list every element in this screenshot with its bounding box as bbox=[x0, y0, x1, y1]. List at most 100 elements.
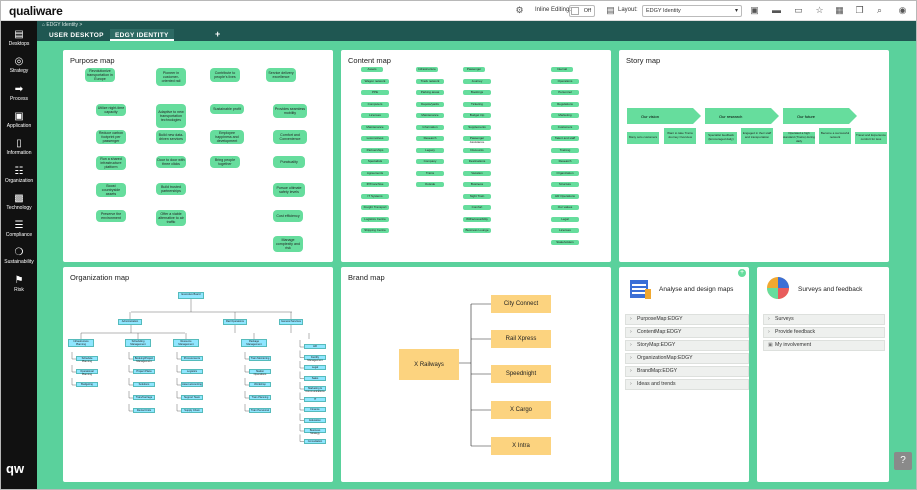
content-node[interactable]: Budget trip bbox=[463, 113, 491, 118]
content-node[interactable]: Passenger Assistance bbox=[463, 136, 491, 144]
org-subgroup[interactable]: Infrastructure Planning bbox=[68, 339, 94, 347]
content-node[interactable]: Supplements bbox=[463, 124, 491, 130]
help-button[interactable]: ? bbox=[894, 452, 912, 470]
org-unit[interactable]: Train Planning bbox=[249, 395, 271, 400]
org-unit[interactable]: Operational Planning bbox=[76, 369, 98, 376]
content-node[interactable]: Bookings bbox=[463, 90, 491, 95]
org-unit[interactable]: Booking/Project Management bbox=[133, 356, 155, 363]
org-unit[interactable]: Project Plans bbox=[133, 369, 155, 374]
org-subgroup[interactable]: Scheduling Management bbox=[125, 339, 151, 347]
clipboard-icon[interactable]: ▣ bbox=[750, 5, 759, 15]
breadcrumb[interactable]: ⌂ EDGY Identity > bbox=[42, 22, 83, 28]
org-unit[interactable]: Support Team bbox=[181, 395, 203, 400]
grid-icon[interactable]: ▦ bbox=[835, 5, 844, 15]
org-unit[interactable]: Consultation bbox=[304, 438, 326, 444]
org-unit[interactable]: Logistics bbox=[181, 369, 203, 374]
story-arrow[interactable]: Our research bbox=[705, 108, 780, 124]
content-node[interactable]: Specialists bbox=[361, 159, 389, 164]
content-node[interactable]: Logistics Centre bbox=[361, 216, 389, 222]
org-unit[interactable]: Asset accounting bbox=[181, 382, 203, 387]
org-unit[interactable]: Sales bbox=[304, 375, 326, 381]
list-item-ideas-and-trends[interactable]: ›Ideas and trends bbox=[625, 379, 749, 390]
brand-root[interactable]: X Railways bbox=[399, 349, 459, 380]
add-tab-button[interactable]: + bbox=[215, 29, 221, 39]
org-unit[interactable]: Legal bbox=[304, 365, 326, 370]
purpose-node[interactable]: Bring people together bbox=[210, 156, 240, 168]
org-unit[interactable]: Schedule Planning bbox=[76, 356, 98, 363]
list-item-surveys[interactable]: ›Surveys bbox=[763, 314, 885, 325]
org-unit[interactable]: Procurements bbox=[181, 356, 203, 361]
purpose-node[interactable]: Service delivery excellence bbox=[266, 68, 296, 82]
purpose-node[interactable]: Cost efficiency bbox=[273, 210, 303, 222]
content-node[interactable]: Parking areas bbox=[416, 90, 444, 95]
content-node[interactable]: Operations bbox=[551, 78, 579, 84]
purpose-node[interactable]: Build trusted partnerships bbox=[156, 183, 186, 195]
content-node[interactable]: Track network bbox=[416, 78, 444, 84]
purpose-node[interactable]: Offer a viable alternative to air traffi… bbox=[156, 210, 186, 226]
content-node[interactable]: Agreements bbox=[361, 170, 389, 176]
purpose-node[interactable]: Door to door with three clicks bbox=[156, 156, 186, 168]
content-node[interactable]: PPE bbox=[361, 90, 389, 95]
sidebar-item-sustainability[interactable]: ❍Sustainability bbox=[1, 245, 37, 271]
org-unit[interactable]: Facility Management bbox=[304, 354, 326, 362]
org-root[interactable]: Executive Board bbox=[178, 292, 204, 299]
list-item-provide-feedback[interactable]: ›Provide feedback bbox=[763, 327, 885, 338]
content-node[interactable]: Locomotives bbox=[361, 136, 389, 141]
purpose-node[interactable]: Comfort and Convenience bbox=[273, 130, 307, 144]
org-unit[interactable]: HR bbox=[304, 344, 326, 349]
content-node[interactable]: Partnerships bbox=[361, 147, 389, 153]
list-item-storymap-edgy[interactable]: ›StoryMap:EDGY bbox=[625, 340, 749, 351]
content-group-header[interactable]: Infrastructure bbox=[416, 67, 438, 72]
story-arrow[interactable]: Our vision bbox=[627, 108, 702, 124]
content-node[interactable]: Structure bbox=[551, 182, 579, 187]
brand-node[interactable]: Rail Xpress bbox=[491, 330, 551, 348]
content-node[interactable]: Wifi/accessibility bbox=[463, 216, 491, 222]
content-node[interactable]: Ticketing bbox=[463, 101, 491, 107]
content-node[interactable]: Outside bbox=[416, 182, 444, 187]
sidebar-item-compliance[interactable]: ☰Compliance bbox=[1, 218, 37, 244]
content-node[interactable]: Night Train bbox=[463, 193, 491, 199]
org-unit[interactable]: Marketing & Communications bbox=[304, 386, 326, 393]
content-node[interactable]: Organization bbox=[551, 170, 579, 176]
story-node[interactable]: Many solo customers bbox=[627, 132, 659, 144]
org-branch[interactable]: General Services bbox=[279, 319, 303, 325]
purpose-node[interactable]: Sustainable profit bbox=[210, 104, 244, 114]
org-unit[interactable]: Train Monitoring bbox=[249, 356, 271, 361]
star-icon[interactable]: ☆ bbox=[815, 5, 824, 15]
purpose-node[interactable]: Pursue ultimate safety levels bbox=[273, 183, 305, 197]
add-icon[interactable]: + bbox=[738, 269, 746, 277]
purpose-node[interactable]: Manage complexity and risk bbox=[273, 236, 303, 252]
content-node[interactable]: Research bbox=[551, 159, 579, 164]
sidebar-item-application[interactable]: ▣Application bbox=[1, 109, 37, 135]
story-node[interactable]: Become a successful network bbox=[819, 128, 851, 144]
content-node[interactable]: Wagon network bbox=[361, 78, 389, 84]
sidebar-item-desktops[interactable]: ▤Desktops bbox=[1, 27, 37, 53]
purpose-node[interactable]: Employee happiness and development bbox=[210, 130, 244, 144]
story-arrow[interactable]: Our future bbox=[783, 108, 858, 124]
content-group-header[interactable]: Passenger bbox=[463, 67, 485, 72]
content-node[interactable]: Legacy bbox=[416, 147, 444, 153]
list-item-organizationmap-edgy[interactable]: ›OrganizationMap:EDGY bbox=[625, 353, 749, 364]
content-node[interactable]: Personnel bbox=[551, 90, 579, 95]
purpose-node[interactable]: Utilize night-time capacity bbox=[96, 104, 126, 116]
story-node[interactable]: Want to take Trains Journey Overview bbox=[664, 128, 696, 144]
content-node[interactable]: Trains bbox=[416, 170, 444, 176]
content-node[interactable]: Destinations bbox=[463, 159, 491, 164]
content-node[interactable]: Discounts bbox=[463, 147, 491, 153]
tab-edgy-identity[interactable]: EDGY IDENTITY bbox=[110, 29, 174, 41]
org-subgroup[interactable]: Package Management bbox=[241, 339, 267, 347]
purpose-node[interactable]: Punctuality bbox=[273, 156, 305, 168]
content-node[interactable]: Our values bbox=[551, 205, 579, 210]
content-node[interactable]: Talent and staff bbox=[551, 136, 579, 141]
content-node[interactable]: Legal bbox=[551, 216, 579, 222]
content-node[interactable]: Depots/yards bbox=[416, 101, 444, 107]
purpose-node[interactable]: Pioneer in customer-oriented rail bbox=[156, 68, 186, 86]
org-branch[interactable]: Administration bbox=[118, 319, 142, 325]
content-node[interactable]: Licenses bbox=[361, 113, 389, 118]
purpose-node[interactable]: Run a shared infrastructure platform bbox=[96, 156, 126, 170]
list-item-contentmap-edgy[interactable]: ›ContentMap:EDGY bbox=[625, 327, 749, 338]
brand-node[interactable]: City Connect bbox=[491, 295, 551, 313]
brand-node[interactable]: X Intra bbox=[491, 437, 551, 455]
